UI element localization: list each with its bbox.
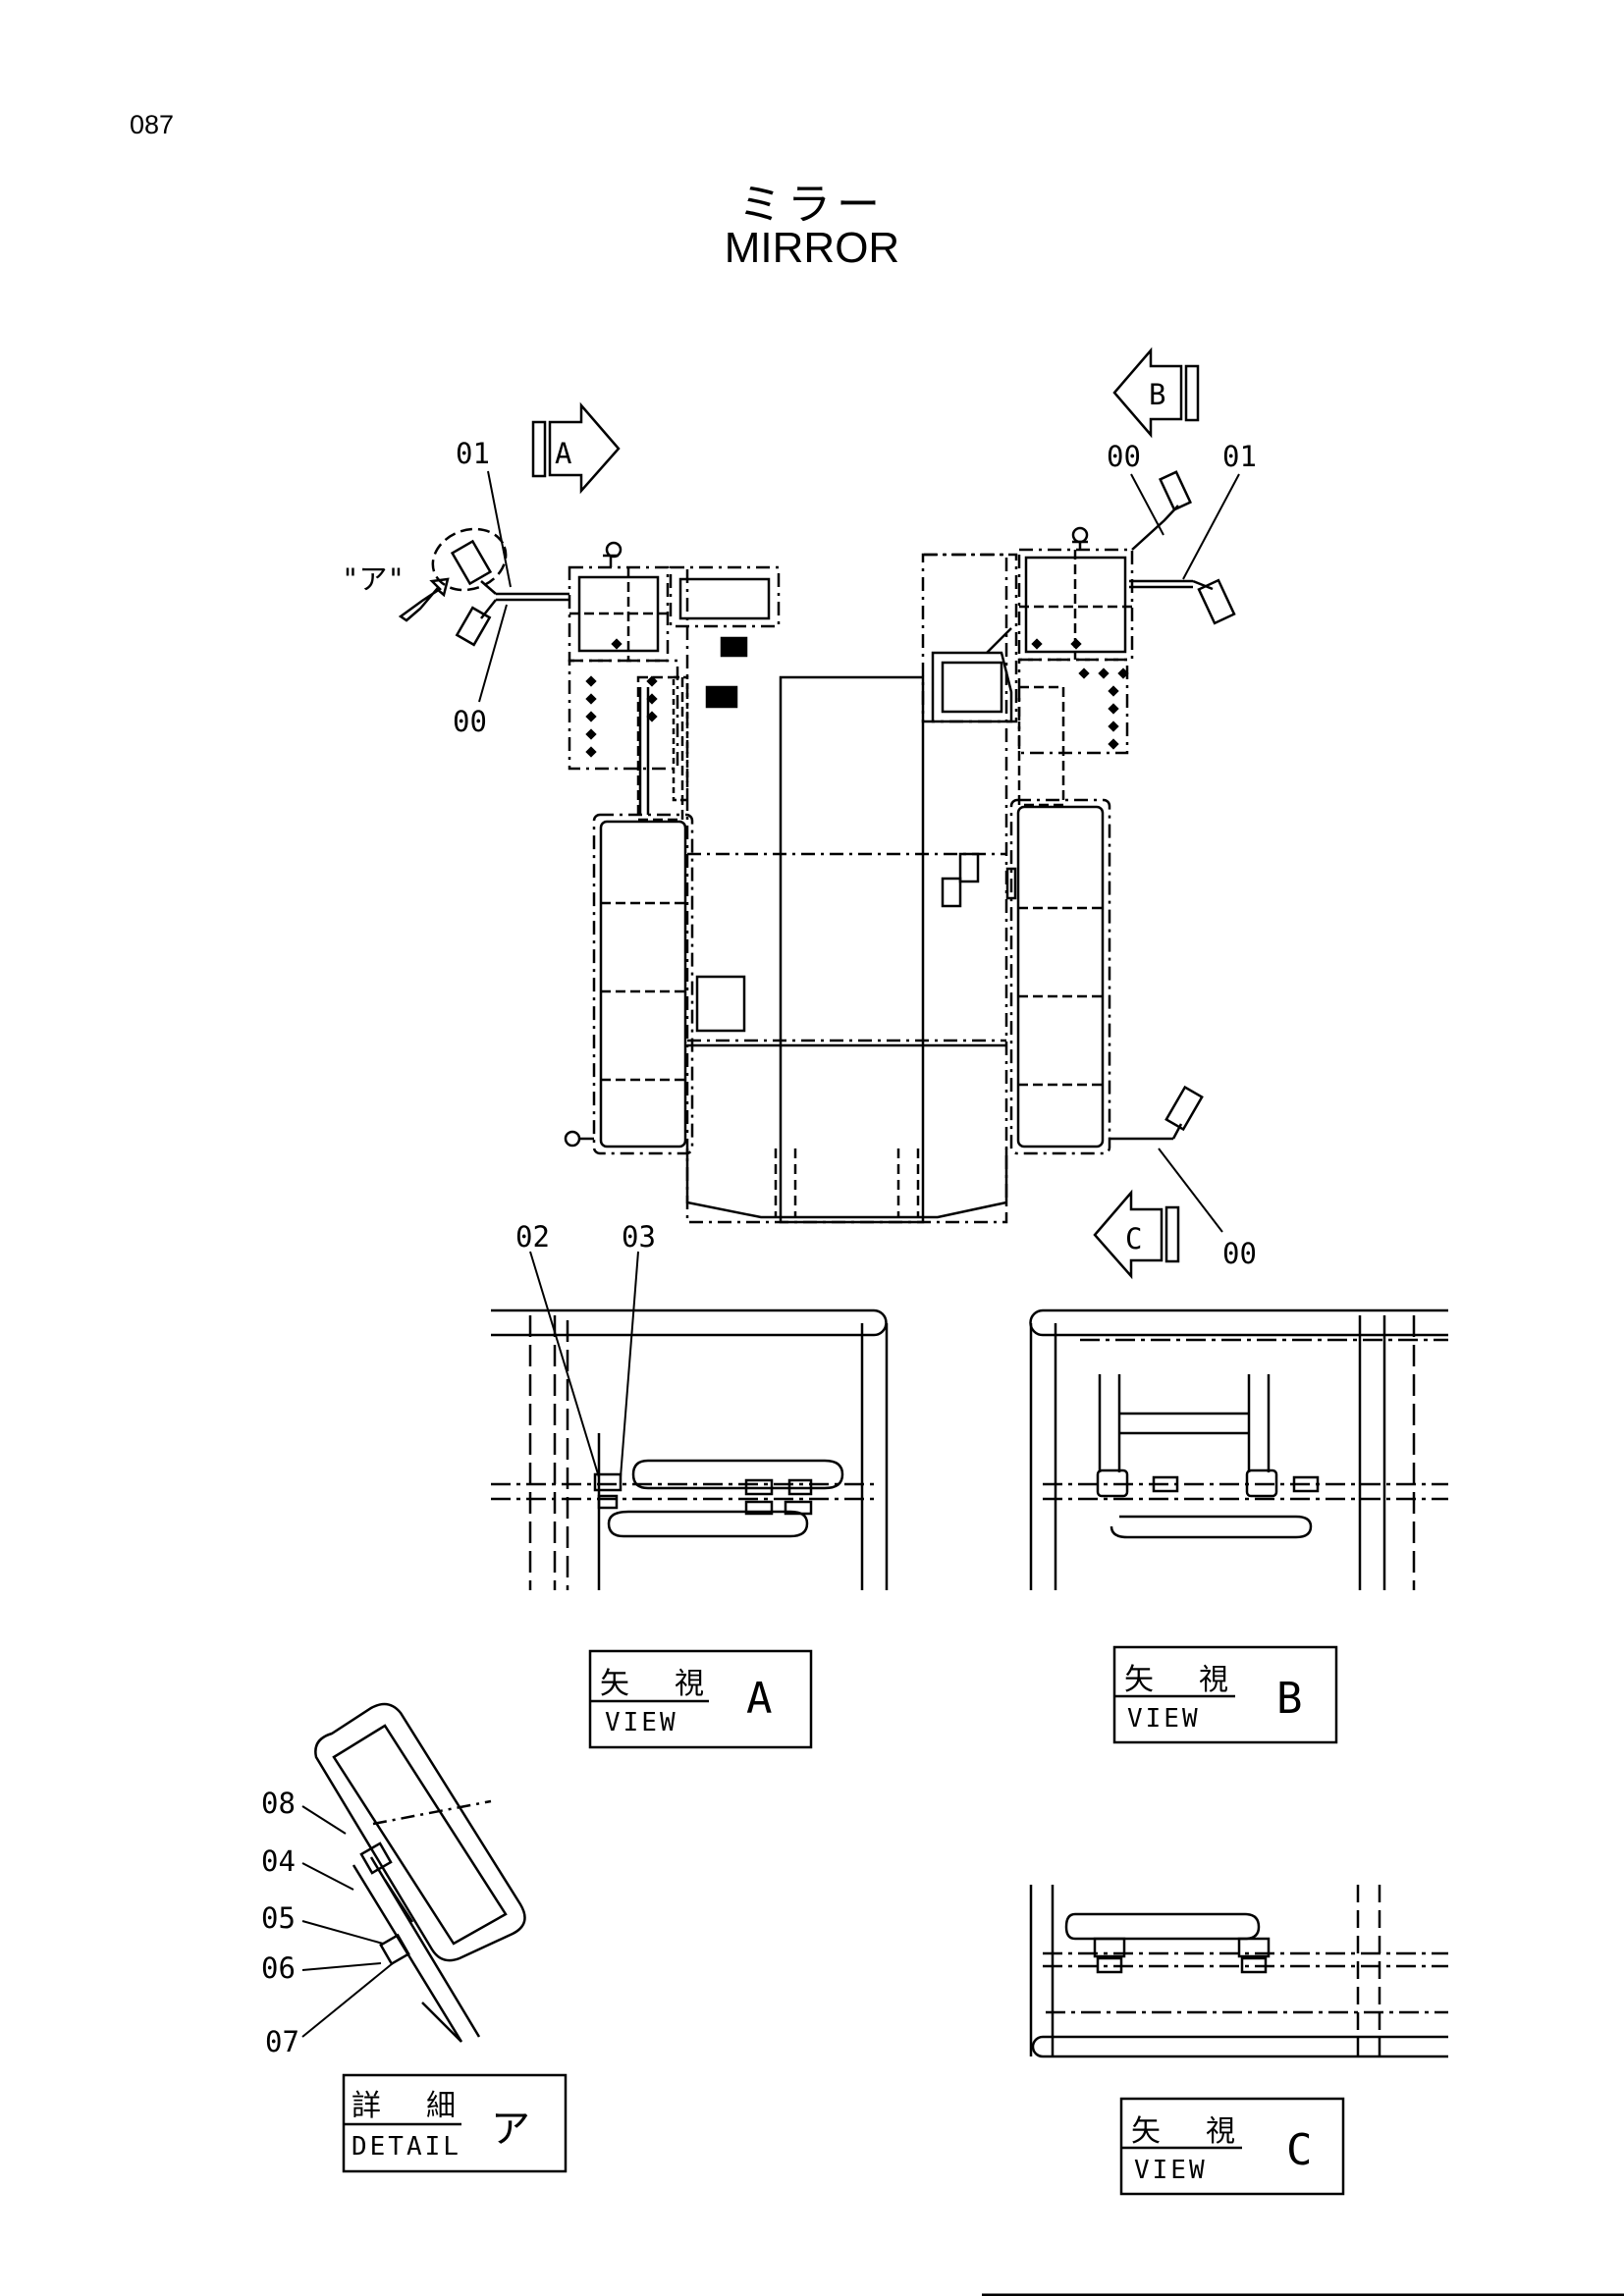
- machine-top-view: [564, 526, 1134, 1224]
- view-arrow-b-letter: B: [1149, 378, 1165, 411]
- detail-drawing: [314, 1702, 526, 2043]
- view-arrow-c-letter: C: [1125, 1222, 1142, 1255]
- callout-label: 08: [261, 1787, 296, 1820]
- view-a-caption-jp: 矢 視: [600, 1667, 719, 1701]
- callout-label: 00: [1107, 440, 1141, 473]
- rear-right-mirror-assembly: [1110, 1085, 1204, 1141]
- view-c-caption-letter: C: [1286, 2125, 1313, 2175]
- callout-label: 02: [515, 1220, 550, 1254]
- detail-caption-letter: ア: [491, 2107, 530, 2152]
- callout-label: 04: [261, 1844, 296, 1878]
- callout-label: 05: [261, 1901, 296, 1935]
- view-b-caption-jp: 矢 視: [1124, 1663, 1243, 1697]
- view-a-caption-letter: A: [746, 1674, 773, 1724]
- detail-marker-label: "ア": [342, 562, 405, 596]
- view-b-drawing: [1029, 1308, 1448, 1590]
- callout-label: 03: [622, 1220, 656, 1254]
- view-b-caption-frame: [1112, 1645, 1338, 1744]
- view-arrow-b: [1112, 347, 1200, 439]
- left-mirror-assembly: [398, 527, 569, 647]
- leader-lines: [301, 470, 1240, 2038]
- title-japanese: ミラー: [738, 180, 886, 230]
- view-c-caption-jp: 矢 視: [1131, 2114, 1250, 2149]
- callout-label: 00: [453, 705, 487, 738]
- view-b-caption-letter: B: [1276, 1674, 1303, 1724]
- view-c-caption-en: VIEW: [1134, 2156, 1208, 2185]
- callout-label: 06: [261, 1951, 296, 1985]
- callout-label: 00: [1222, 1237, 1257, 1270]
- view-c-drawing: [1029, 1885, 1448, 2058]
- view-a-caption-en: VIEW: [605, 1708, 678, 1737]
- view-c-caption-frame: [1119, 2097, 1345, 2196]
- detail-caption-en: DETAIL: [352, 2132, 461, 2162]
- callout-label: 01: [456, 437, 490, 470]
- view-b-caption-en: VIEW: [1127, 1704, 1201, 1734]
- callout-label: 01: [1222, 440, 1257, 473]
- title-english: MIRROR: [724, 224, 900, 272]
- detail-caption-frame: [342, 2073, 568, 2173]
- page-number: 087: [130, 110, 175, 139]
- view-arrow-a: [531, 401, 621, 495]
- detail-caption-jp: 詳 細: [352, 2089, 470, 2123]
- callout-label: 07: [265, 2025, 299, 2058]
- right-mirror-assembly: [1129, 470, 1236, 625]
- view-a-caption-frame: [588, 1649, 813, 1749]
- view-a-drawing: [491, 1308, 889, 1590]
- view-arrow-a-letter: A: [555, 437, 571, 470]
- view-arrow-c: [1093, 1189, 1180, 1280]
